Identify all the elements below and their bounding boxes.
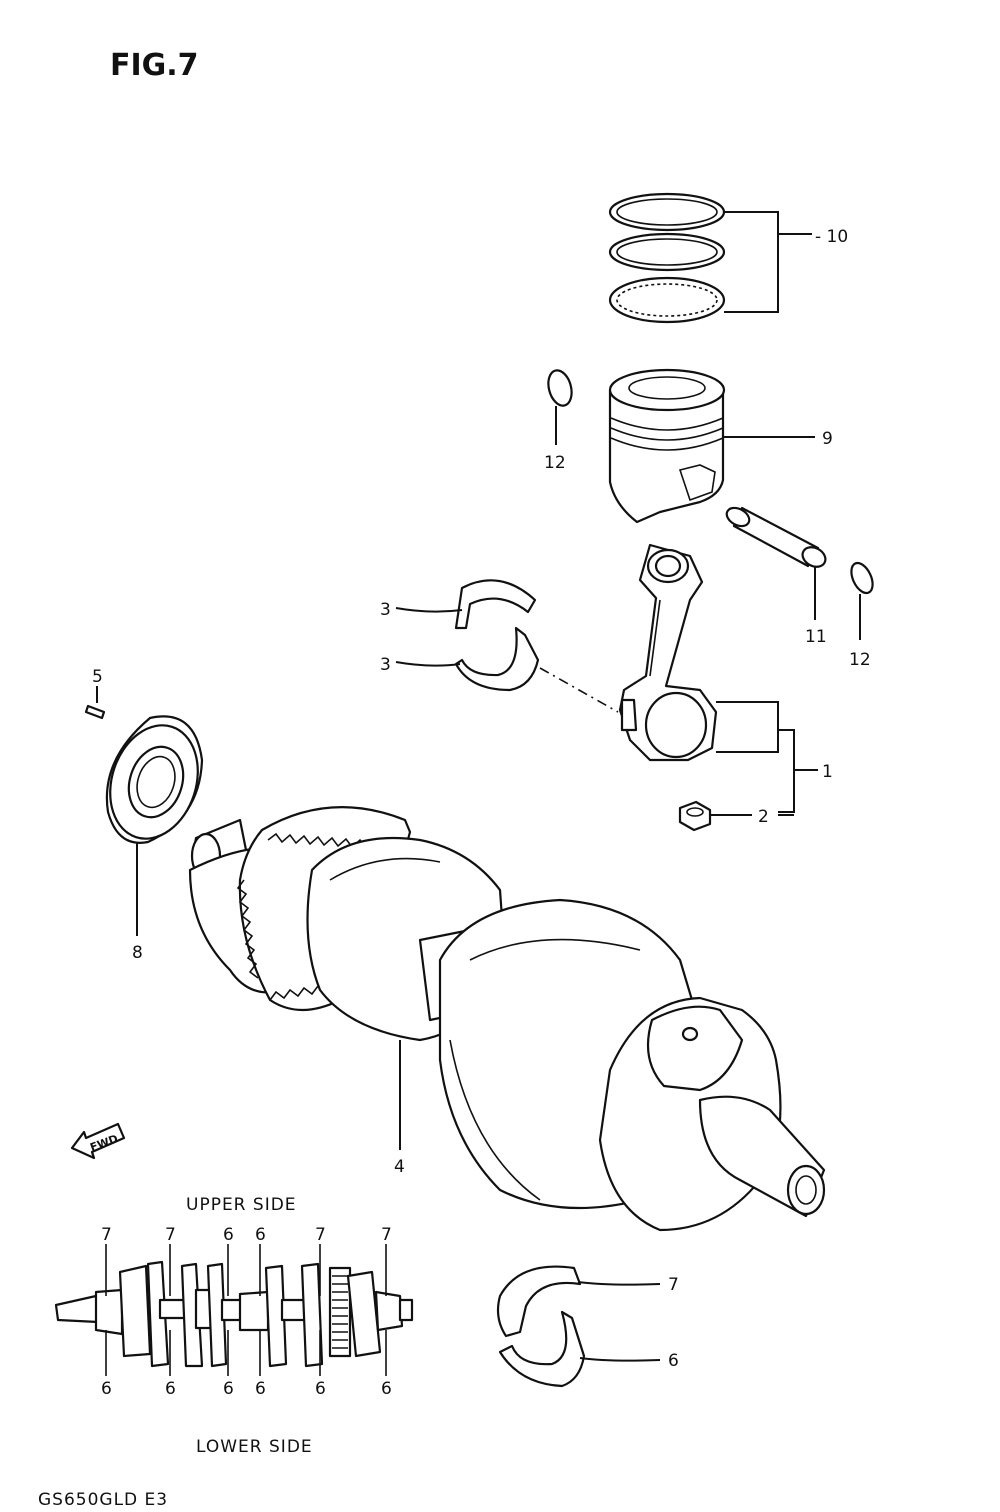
upper-code: 7 <box>165 1225 176 1245</box>
piston-rings <box>608 192 726 324</box>
callout-3-upper: 3 <box>380 600 391 620</box>
lower-code: 6 <box>381 1379 392 1399</box>
callout-9: 9 <box>822 429 833 449</box>
lower-code: 6 <box>315 1379 326 1399</box>
conrod-bearing-lower <box>454 626 540 692</box>
lower-code: 6 <box>255 1379 266 1399</box>
bracket-1 <box>778 729 795 813</box>
crankshaft <box>188 806 826 1232</box>
bearing-map-leaders <box>105 1244 387 1376</box>
conrod-bearing-upper <box>454 579 537 630</box>
circlip-left <box>547 369 573 407</box>
upper-code: 6 <box>223 1225 234 1245</box>
circlip-right <box>850 561 874 595</box>
callout-4: 4 <box>394 1157 405 1177</box>
callout-3-lower: 3 <box>380 655 391 675</box>
lower-side-title: LOWER SIDE <box>196 1437 313 1457</box>
mini-crankshaft <box>54 1260 414 1368</box>
upper-code: 7 <box>315 1225 326 1245</box>
callout-8: 8 <box>132 943 143 963</box>
crank-bearing-upper <box>496 1265 582 1338</box>
crank-bearing-lower <box>498 1310 586 1388</box>
upper-code: 6 <box>255 1225 266 1245</box>
upper-side-title: UPPER SIDE <box>186 1195 297 1215</box>
figure-title: FIG.7 <box>110 48 199 83</box>
lower-code: 6 <box>223 1379 234 1399</box>
conrod-nut <box>678 800 712 832</box>
callout-5: 5 <box>92 667 103 687</box>
connecting-rod <box>618 543 718 762</box>
model-code: GS650GLD E3 <box>38 1490 168 1510</box>
lower-codes: 6 6 6 6 6 6 <box>101 1379 392 1399</box>
lower-code: 6 <box>101 1379 112 1399</box>
callout-12-left: 12 <box>544 453 566 473</box>
callout-2: 2 <box>758 807 769 827</box>
bracket-10 <box>724 211 779 313</box>
oil-seal <box>105 715 204 844</box>
lower-code: 6 <box>165 1379 176 1399</box>
piston-pin <box>725 506 827 568</box>
dowel-pin <box>84 704 106 720</box>
forward-arrow-icon: FWD <box>70 1122 126 1160</box>
callout-12-right: 12 <box>849 650 871 670</box>
callout-11: 11 <box>805 627 827 647</box>
callout-7: 7 <box>668 1275 679 1295</box>
callout-10: - 10 <box>815 227 848 247</box>
bracket-conrod-1 <box>716 701 779 753</box>
upper-codes: 7 7 6 6 7 7 <box>101 1225 392 1245</box>
upper-code: 7 <box>381 1225 392 1245</box>
callout-1: 1 <box>822 762 833 782</box>
callout-6: 6 <box>668 1351 679 1371</box>
piston <box>608 368 726 524</box>
upper-code: 7 <box>101 1225 112 1245</box>
